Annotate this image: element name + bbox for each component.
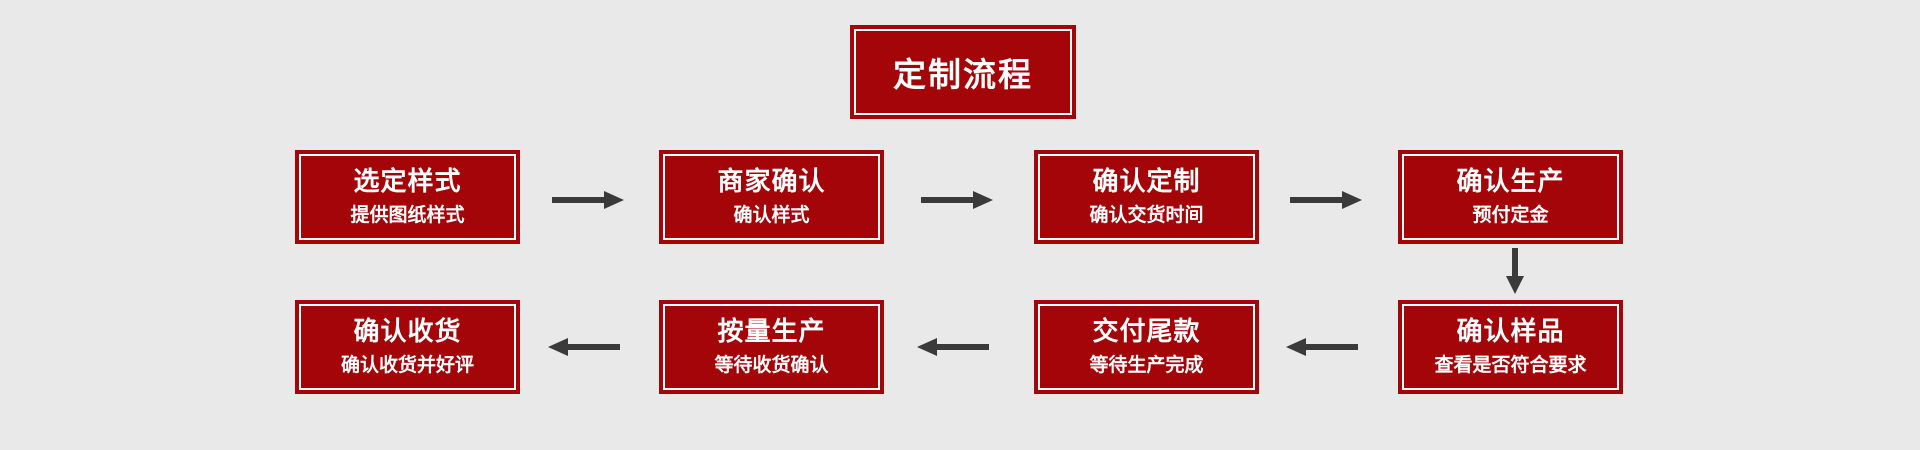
step-6-title: 交付尾款: [1092, 317, 1201, 347]
step-3-subtitle: 确认交货时间: [1089, 204, 1204, 226]
step-1-box: 选定样式 提供图纸样式: [295, 150, 520, 244]
arrow-down-icon: [1506, 248, 1524, 294]
arrow-right-3-icon: [1290, 191, 1362, 209]
step-6-subtitle: 等待生产完成: [1089, 354, 1204, 376]
step-2-title: 商家确认: [717, 167, 826, 197]
arrow-left-1-icon: [1286, 338, 1358, 356]
step-7-subtitle: 等待收货确认: [714, 354, 829, 376]
step-3-box: 确认定制 确认交货时间: [1034, 150, 1259, 244]
arrow-right-2-icon: [921, 191, 993, 209]
page-title: 定制流程: [893, 55, 1033, 94]
step-8-title: 确认收货: [353, 317, 462, 347]
step-5-subtitle: 查看是否符合要求: [1434, 354, 1587, 376]
step-2-subtitle: 确认样式: [733, 204, 810, 226]
step-8-subtitle: 确认收货并好评: [340, 354, 474, 376]
step-7-title: 按量生产: [717, 317, 826, 347]
step-1-subtitle: 提供图纸样式: [350, 204, 465, 226]
step-4-title: 确认生产: [1456, 167, 1565, 197]
arrow-right-1-icon: [552, 191, 624, 209]
arrow-left-3-icon: [548, 338, 620, 356]
step-6-box: 交付尾款 等待生产完成: [1034, 300, 1259, 394]
page-title-box: 定制流程: [850, 25, 1076, 119]
arrow-left-2-icon: [917, 338, 989, 356]
step-3-title: 确认定制: [1092, 167, 1201, 197]
step-4-box: 确认生产 预付定金: [1398, 150, 1623, 244]
step-5-title: 确认样品: [1456, 317, 1565, 347]
step-7-box: 按量生产 等待收货确认: [659, 300, 884, 394]
step-4-subtitle: 预付定金: [1472, 204, 1549, 226]
step-5-box: 确认样品 查看是否符合要求: [1398, 300, 1623, 394]
step-2-box: 商家确认 确认样式: [659, 150, 884, 244]
step-1-title: 选定样式: [353, 167, 462, 197]
step-8-box: 确认收货 确认收货并好评: [295, 300, 520, 394]
